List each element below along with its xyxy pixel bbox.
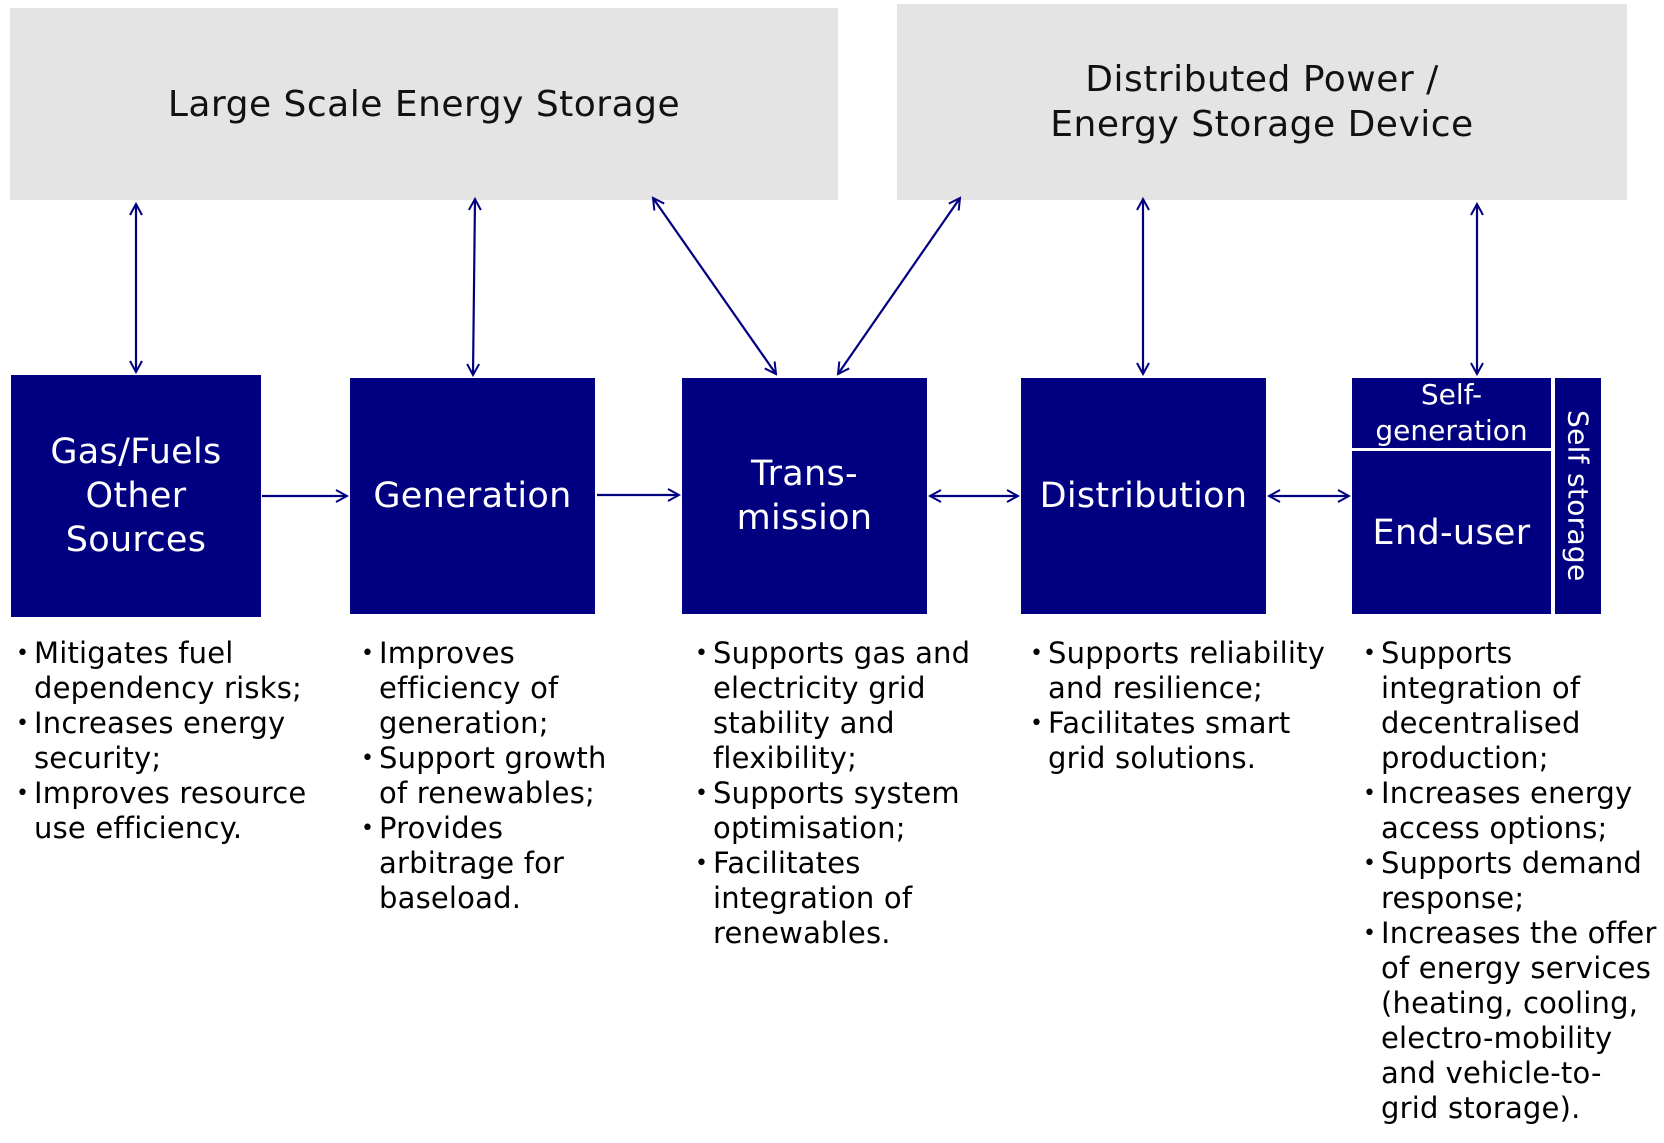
transmission-node: Trans- mission <box>682 378 927 614</box>
benefit-item: Increases energy access options; <box>1359 776 1659 846</box>
distribution-node: Distribution <box>1021 378 1266 614</box>
distribution-benefits-list: Supports reliability and resilience;Faci… <box>1026 636 1346 776</box>
transmission-to-large-storage-arrow <box>653 198 776 374</box>
gas-fuels-node: Gas/Fuels Other Sources <box>11 375 261 617</box>
end-user-benefits-list: Supports integration of decentralised pr… <box>1359 636 1659 1126</box>
benefit-item: Facilitates integration of renewables. <box>691 846 971 951</box>
gas-fuels-label: Gas/Fuels Other Sources <box>50 432 222 560</box>
transmission-benefits-list: Supports gas and electricity grid stabil… <box>691 636 971 951</box>
end-user-label: End-user <box>1372 512 1531 553</box>
benefit-item: Supports system optimisation; <box>691 776 971 846</box>
generation-benefits-list: Improves efficiency of generation;Suppor… <box>357 636 627 916</box>
self-generation-node: Self- generation <box>1352 378 1551 448</box>
transmission-label: Trans- mission <box>736 454 873 538</box>
large-scale-storage-label: Large Scale Energy Storage <box>167 83 681 125</box>
gas-benefits-list: Mitigates fuel dependency risks;Increase… <box>12 636 312 846</box>
end-user-node: End-user <box>1352 451 1551 614</box>
benefit-item: Facilitates smart grid solutions. <box>1026 706 1346 776</box>
benefit-item: Increases the offer of energy services (… <box>1359 916 1659 1126</box>
benefit-item: Improves resource use efficiency. <box>12 776 312 846</box>
self-storage-node: Self storage <box>1555 378 1601 614</box>
benefit-item: Supports demand response; <box>1359 846 1659 916</box>
distributed-storage-label: Distributed Power / Energy Storage Devic… <box>1050 59 1474 145</box>
distributed-storage-box: Distributed Power / Energy Storage Devic… <box>897 4 1627 200</box>
benefit-item: Supports integration of decentralised pr… <box>1359 636 1659 776</box>
transmission-to-distributed-storage-arrow <box>838 198 960 374</box>
large-scale-storage-box: Large Scale Energy Storage <box>10 8 838 200</box>
benefit-item: Mitigates fuel dependency risks; <box>12 636 312 706</box>
benefit-item: Support growth of renewables; <box>357 741 627 811</box>
benefit-item: Improves efficiency of generation; <box>357 636 627 741</box>
generation-label: Generation <box>373 476 572 516</box>
benefit-item: Supports gas and electricity grid stabil… <box>691 636 971 776</box>
self-generation-label: Self- generation <box>1375 378 1528 447</box>
generation-to-large-storage-arrow <box>473 199 475 375</box>
distribution-label: Distribution <box>1039 476 1248 516</box>
generation-node: Generation <box>350 378 595 614</box>
self-storage-label: Self storage <box>1561 410 1595 582</box>
benefit-item: Provides arbitrage for baseload. <box>357 811 627 916</box>
benefit-item: Increases energy security; <box>12 706 312 776</box>
benefit-item: Supports reliability and resilience; <box>1026 636 1346 706</box>
